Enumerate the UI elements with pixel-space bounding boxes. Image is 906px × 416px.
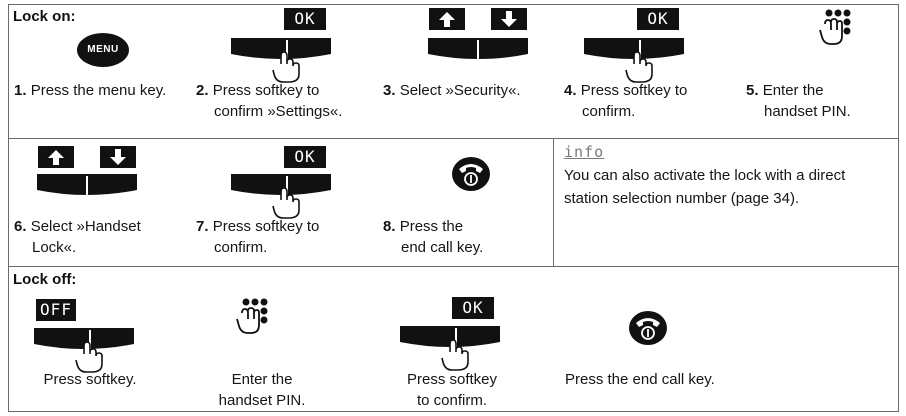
softkey-press-icon — [231, 174, 331, 219]
end-call-key-icon — [629, 311, 667, 345]
off-step-2-text: Enter the handset PIN. — [218, 371, 306, 409]
menu-key-icon: MENU — [77, 33, 129, 67]
off-step-3-text: Press softkey to confirm. — [406, 371, 498, 409]
step-3-text: 3. Select »Security«. — [383, 82, 521, 99]
off-step-4-text: Press the end call key. — [565, 371, 715, 388]
softkey-label: OK — [284, 146, 326, 168]
info-title: info — [564, 143, 605, 161]
softkey-press-icon — [584, 38, 684, 83]
softkey-press-icon — [231, 38, 331, 83]
step-2-text: 2. Press softkey to confirm »Settings«. — [196, 82, 343, 120]
up-down-arrow-keys-icon — [428, 8, 528, 60]
divider — [8, 138, 899, 139]
step-6-text: 6. Select »Handset Lock«. — [14, 218, 141, 256]
step-7-text: 7. Press softkey to confirm. — [196, 218, 320, 256]
divider — [8, 266, 899, 267]
softkey-label: OK — [284, 8, 326, 30]
step-5-text: 5. Enter the handset PIN. — [746, 82, 851, 120]
lock-off-title: Lock off: — [13, 271, 77, 288]
up-down-arrow-keys-icon — [37, 146, 137, 196]
keypad-press-icon — [236, 298, 268, 334]
divider — [553, 138, 554, 266]
off-step-1-text: Press softkey. — [43, 371, 137, 388]
end-call-key-icon — [452, 157, 490, 191]
softkey-press-icon — [400, 326, 500, 371]
softkey-label: OK — [637, 8, 679, 30]
info-text: You can also activate the lock with a di… — [564, 167, 846, 207]
instruction-frame — [8, 4, 899, 412]
step-1-text: 1. Press the menu key. — [14, 82, 167, 99]
softkey-press-icon — [34, 328, 134, 373]
step-4-text: 4. Press softkey to confirm. — [564, 82, 688, 120]
softkey-label: OK — [452, 297, 494, 319]
softkey-label: OFF — [36, 299, 76, 321]
keypad-press-icon — [819, 9, 851, 45]
lock-on-title: Lock on: — [13, 8, 76, 25]
step-8-text: 8. Press the end call key. — [383, 218, 484, 256]
